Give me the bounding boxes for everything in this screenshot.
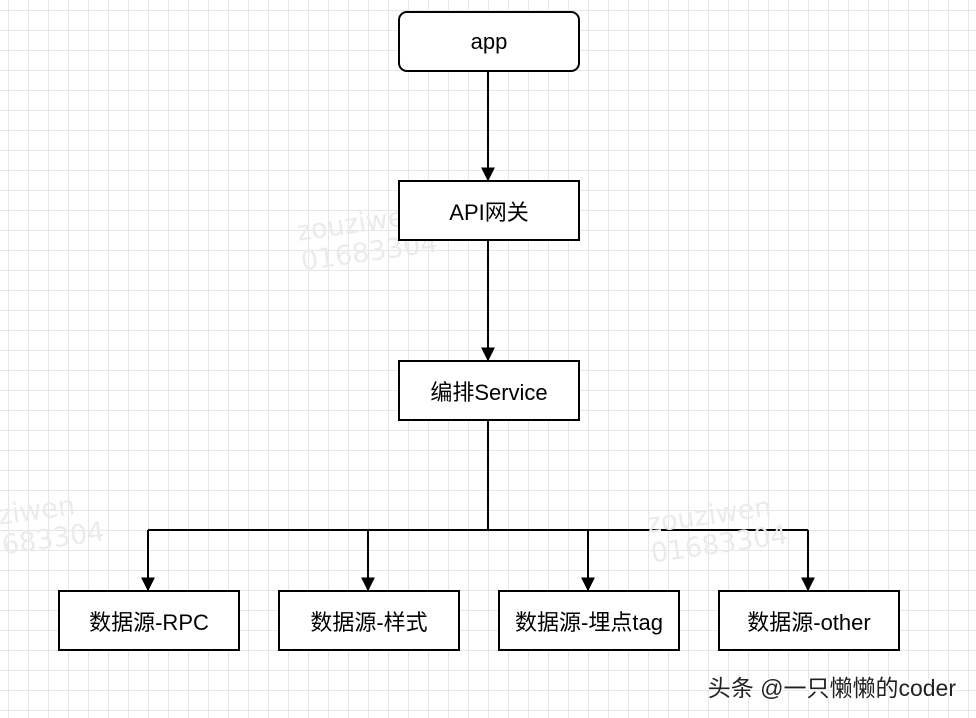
node-datasource-style[interactable]: 数据源-样式 xyxy=(278,590,460,651)
node-orchestration-service[interactable]: 编排Service xyxy=(398,360,580,421)
node-datasource-tag[interactable]: 数据源-埋点tag xyxy=(498,590,680,651)
node-api-gateway[interactable]: API网关 xyxy=(398,180,580,241)
node-datasource-rpc[interactable]: 数据源-RPC xyxy=(58,590,240,651)
node-app[interactable]: app xyxy=(398,11,580,72)
node-datasource-other[interactable]: 数据源-other xyxy=(718,590,900,651)
source-credit: 头条 @一只懒懒的coder xyxy=(707,675,956,701)
